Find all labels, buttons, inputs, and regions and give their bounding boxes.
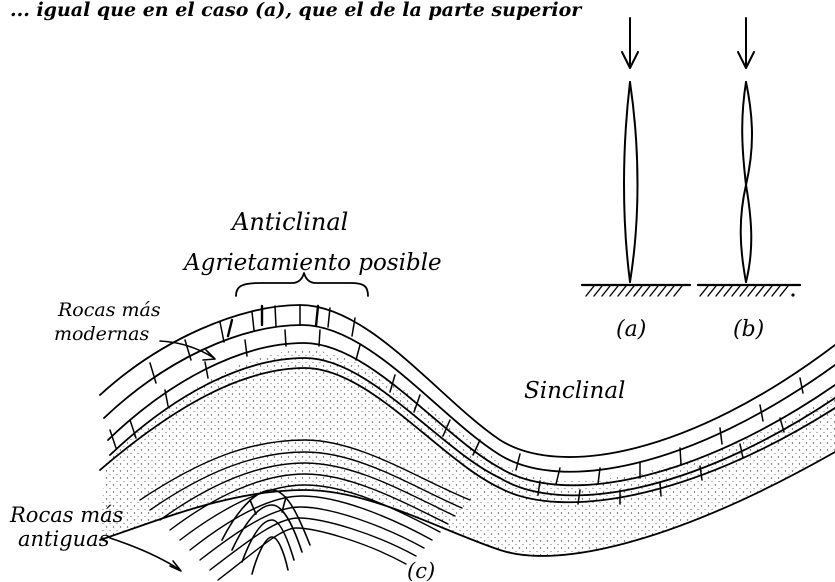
fold-diagram	[100, 305, 835, 580]
newer-rocks-label-1: Rocas más	[57, 299, 161, 321]
ground-hatch	[700, 286, 795, 297]
older-rocks-label-2: antiguas	[18, 527, 110, 551]
ground-hatch	[586, 286, 682, 296]
syncline-label: Sinclinal	[524, 378, 625, 404]
newer-rocks-label-2: modernas	[54, 323, 150, 345]
arrow-older-rocks	[110, 538, 181, 571]
panel-b-column: (b)	[698, 18, 800, 342]
crest-brace	[236, 273, 368, 296]
arrow-down-icon	[738, 18, 754, 68]
inner-anticline	[222, 490, 310, 574]
panel-c-label: (c)	[407, 559, 435, 582]
panel-a-label: (a)	[616, 317, 646, 342]
older-rocks-label-1: Rocas más	[9, 503, 124, 527]
panel-b-label: (b)	[733, 317, 764, 342]
crack-marks	[228, 306, 318, 336]
panel-a-column: (a)	[582, 18, 690, 342]
top-caption: ... igual que en el caso (a), que el de …	[10, 0, 583, 21]
cracking-label: Agrietamiento posible	[182, 250, 442, 276]
sandstone-band	[100, 350, 835, 556]
anticline-label: Anticlinal	[230, 208, 348, 236]
arrow-down-icon	[622, 18, 638, 68]
